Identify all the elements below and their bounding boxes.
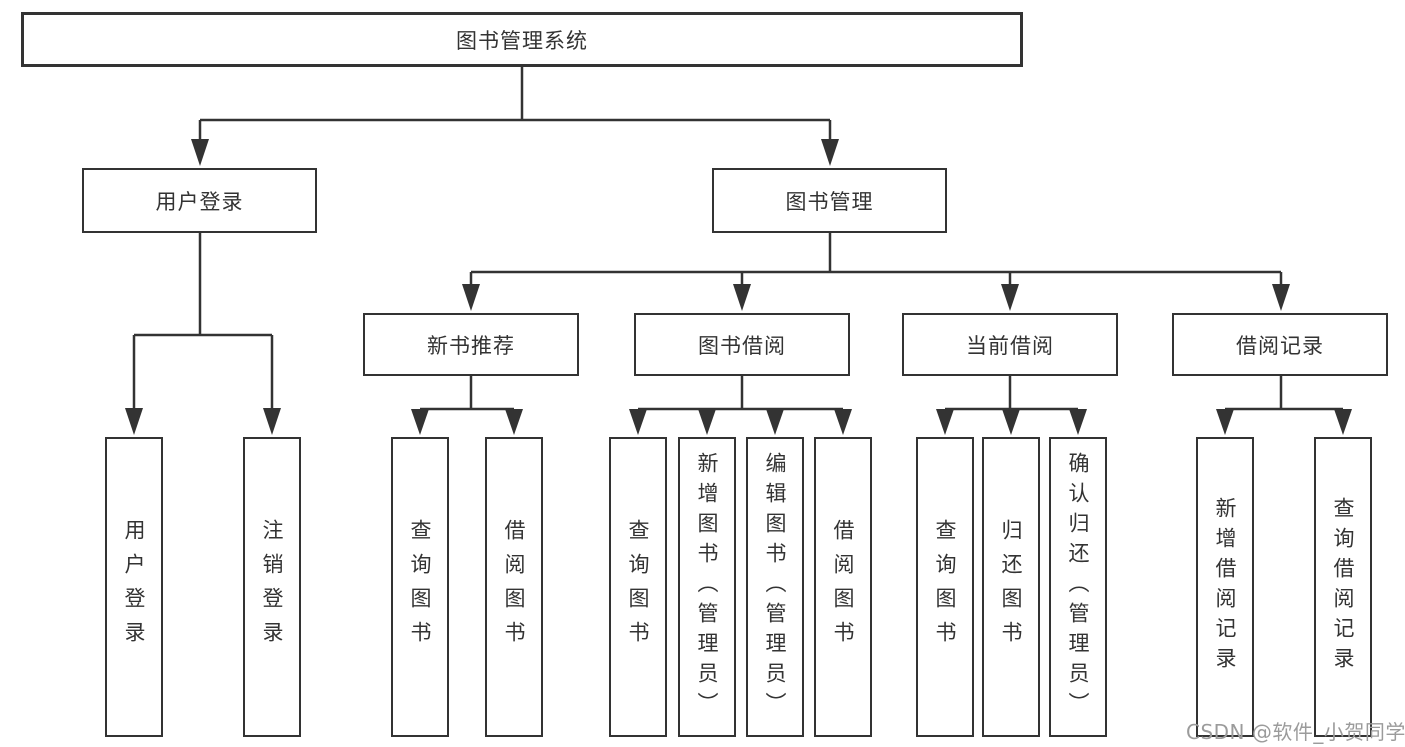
leaf-add-books-admin: 新增图书（管理员） <box>678 437 736 737</box>
leaf-return-books: 归还图书 <box>982 437 1040 737</box>
node-book-management: 图书管理 <box>712 168 947 233</box>
csdn-watermark: CSDN @软件_小贺同学 <box>1186 720 1405 744</box>
node-borrowing-records: 借阅记录 <box>1172 313 1388 376</box>
leaf-query-books-borrowing: 查询图书 <box>609 437 667 737</box>
leaf-user-login: 用户登录 <box>105 437 163 737</box>
leaf-edit-books-admin: 编辑图书（管理员） <box>746 437 804 737</box>
node-user-login: 用户登录 <box>82 168 317 233</box>
leaf-add-borrow-record: 新增借阅记录 <box>1196 437 1254 737</box>
node-new-book-recommend: 新书推荐 <box>363 313 579 376</box>
leaf-query-books-current: 查询图书 <box>916 437 974 737</box>
node-book-borrowing: 图书借阅 <box>634 313 850 376</box>
leaf-logout: 注销登录 <box>243 437 301 737</box>
leaf-borrow-books-newbook: 借阅图书 <box>485 437 543 737</box>
leaf-confirm-return-admin: 确认归还（管理员） <box>1049 437 1107 737</box>
leaf-query-borrow-record: 查询借阅记录 <box>1314 437 1372 737</box>
node-current-borrowing: 当前借阅 <box>902 313 1118 376</box>
leaf-query-books-newbook: 查询图书 <box>391 437 449 737</box>
node-library-management-system: 图书管理系统 <box>21 12 1023 67</box>
leaf-borrow-books-borrowing: 借阅图书 <box>814 437 872 737</box>
